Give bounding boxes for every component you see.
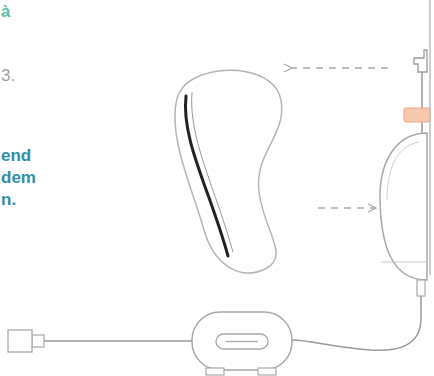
dashed-arrow bbox=[318, 207, 376, 208]
hub-foot bbox=[258, 368, 276, 375]
hub-slot bbox=[216, 334, 268, 349]
usb-neck bbox=[32, 335, 44, 347]
usb-plug bbox=[8, 330, 32, 352]
orange-band bbox=[404, 108, 430, 122]
housing-detail bbox=[387, 142, 419, 200]
text-fragment: end bbox=[1, 146, 31, 166]
cable bbox=[421, 72, 423, 135]
text-fragment: à bbox=[1, 2, 10, 22]
shell-edge-inner bbox=[192, 92, 233, 252]
text-fragment: dem bbox=[1, 168, 36, 188]
cable bbox=[44, 340, 192, 342]
device-shell bbox=[175, 70, 282, 273]
text-fragment: n. bbox=[1, 190, 16, 210]
housing-detail bbox=[381, 262, 427, 263]
plug bbox=[414, 50, 427, 72]
hub-slot bbox=[226, 341, 258, 342]
shell-edge bbox=[185, 96, 228, 256]
dashed-arrow bbox=[292, 67, 388, 68]
wall-line bbox=[429, 0, 431, 275]
hub-foot bbox=[206, 368, 224, 375]
text-fragment: 3. bbox=[1, 66, 15, 86]
cable-stub bbox=[417, 280, 425, 296]
charging-hub bbox=[192, 312, 292, 370]
cable bbox=[292, 296, 421, 350]
pump-housing bbox=[380, 133, 427, 280]
